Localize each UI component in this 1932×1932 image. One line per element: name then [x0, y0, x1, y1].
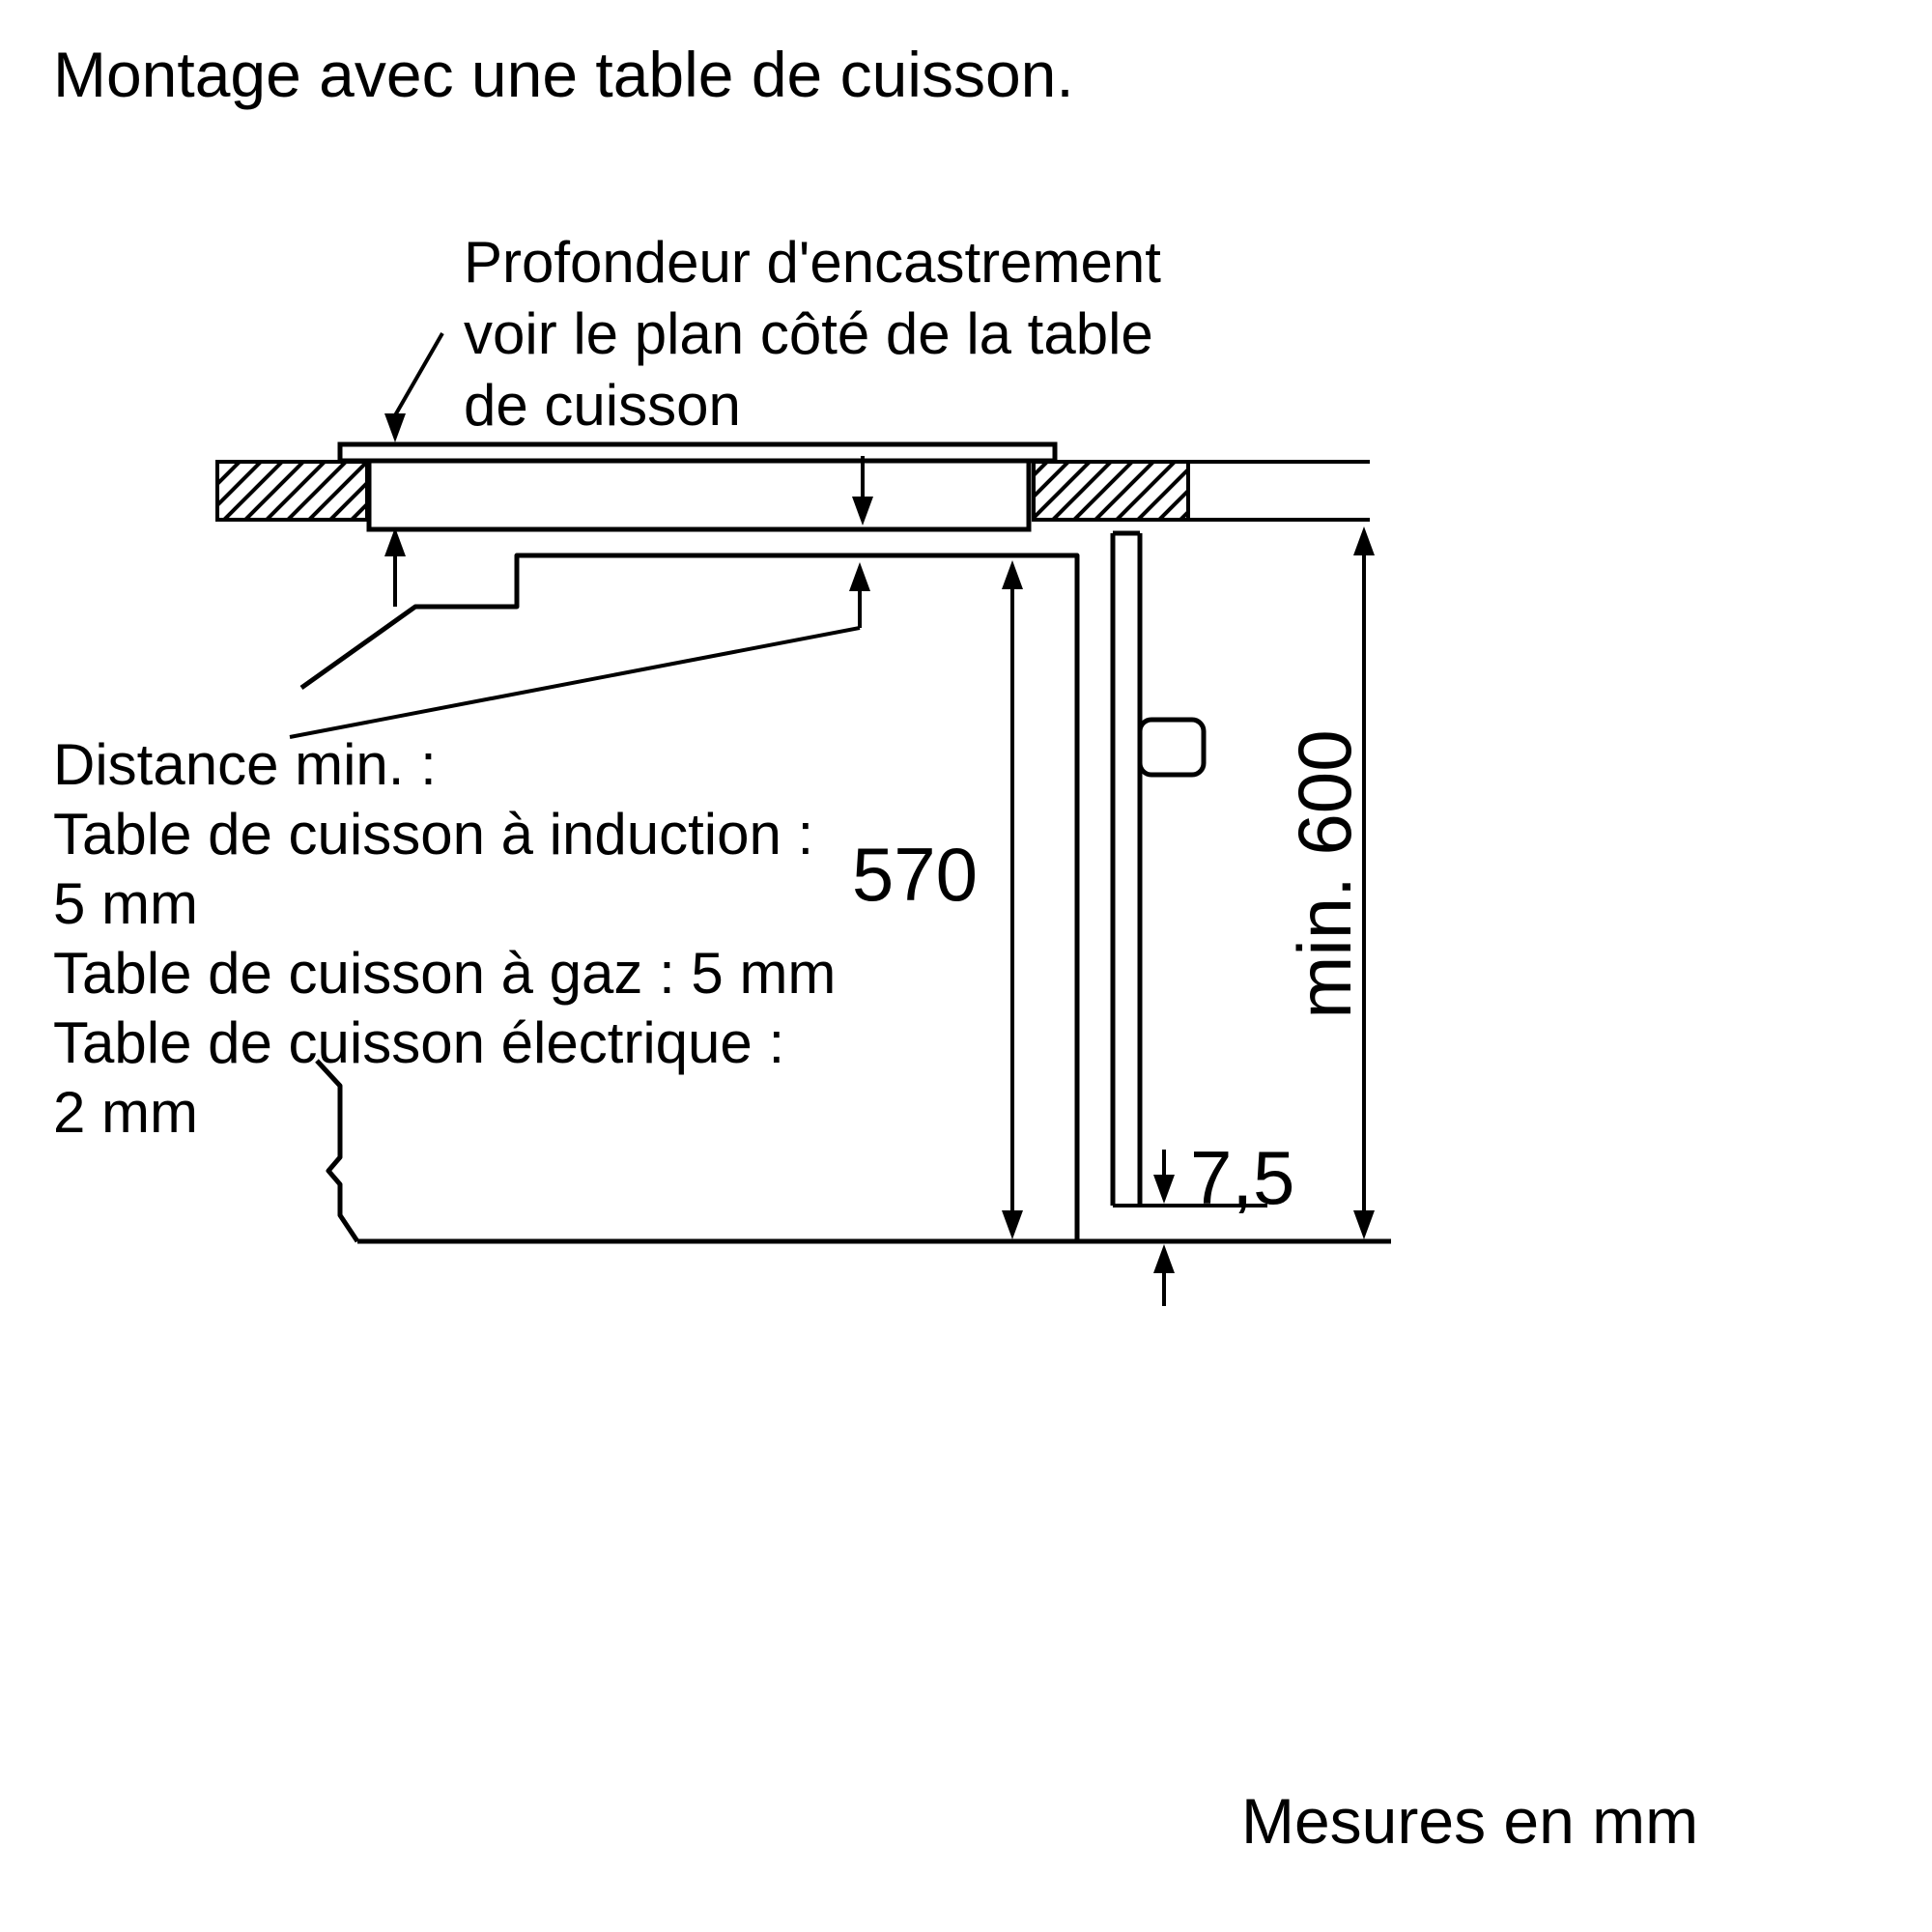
min-distance-indicators [289, 527, 870, 739]
left-gap-arrowhead-up-icon [384, 527, 406, 556]
dim-600-arrowhead-down-icon [1353, 1210, 1375, 1239]
note-leader-line [289, 626, 861, 739]
worktop-cross-section [215, 460, 1370, 522]
dim-75-arrowhead-down-icon [1153, 1175, 1175, 1204]
oven-casing-outline [299, 553, 1080, 1241]
note-line-6: 2 mm [53, 1080, 198, 1145]
dimension-7-5 [1113, 1150, 1267, 1306]
dimension-570 [1002, 560, 1023, 1239]
dim-570-label: 570 [852, 832, 978, 917]
note-line-3: 5 mm [53, 871, 198, 936]
dim-570-arrowhead-down-icon [1002, 1210, 1023, 1239]
dimension-min-600 [1353, 526, 1375, 1239]
worktop-left-section [215, 460, 369, 522]
cooktop-glass-top [337, 441, 1058, 464]
dim-75-arrowhead-up-icon [1153, 1244, 1175, 1273]
dim-570-arrowhead-up-icon [1002, 560, 1023, 589]
units-footer: Mesures en mm [1241, 1785, 1698, 1857]
worktop-right-section [1032, 460, 1190, 522]
cooktop-tub [366, 458, 1032, 532]
annotation-leader-line [393, 332, 444, 416]
mid-gap-arrowhead-up-icon [849, 562, 870, 591]
dim-75-label: 7,5 [1190, 1135, 1294, 1220]
note-line-1: Distance min. : [53, 732, 437, 797]
note-line-4: Table de cuisson à gaz : 5 mm [53, 941, 836, 1006]
diagram-title: Montage avec une table de cuisson. [53, 39, 1074, 110]
annotation-line-2: voir le plan côté de la table [464, 301, 1153, 366]
note-line-5: Table de cuisson électrique : [53, 1010, 784, 1075]
annotation-line-3: de cuisson [464, 373, 741, 438]
cooktop [337, 441, 1058, 532]
oven-body [299, 530, 1391, 1244]
dim-600-arrowhead-up-icon [1353, 526, 1375, 555]
dim-600-label: min. 600 [1282, 729, 1367, 1018]
depth-arrowhead-down-icon [852, 497, 873, 526]
note-line-2: Table de cuisson à induction : [53, 802, 813, 867]
annotation-arrowhead-down-icon [384, 413, 406, 442]
oven-control-knob [1137, 717, 1207, 778]
annotation-line-1: Profondeur d'encastrement [464, 230, 1161, 295]
annotation-pointer [384, 332, 873, 526]
cabinet-front-edge-break [315, 1059, 360, 1243]
